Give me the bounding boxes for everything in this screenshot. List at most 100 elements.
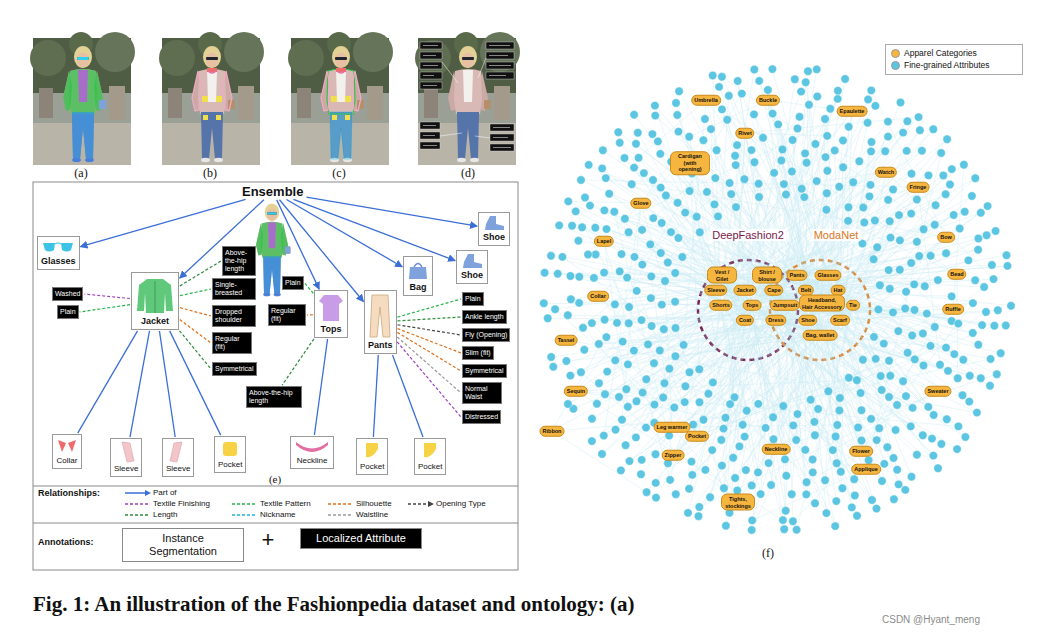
attribute-dot bbox=[1007, 302, 1015, 310]
panel-frame-part bbox=[33, 523, 518, 524]
attribute-dot bbox=[671, 352, 679, 360]
attribute-dot bbox=[656, 346, 664, 354]
attribute-dot bbox=[638, 388, 646, 396]
attribute-dot bbox=[910, 306, 918, 314]
network-link bbox=[774, 117, 799, 290]
attribute-dot bbox=[779, 516, 787, 524]
attribute-dot bbox=[871, 102, 879, 110]
attribute-dot bbox=[788, 490, 796, 498]
attribute-dot bbox=[720, 484, 728, 492]
attribute-dot bbox=[902, 288, 910, 296]
attribute-dot bbox=[854, 423, 862, 431]
attribute-dot bbox=[942, 249, 950, 257]
attribute-dot bbox=[780, 525, 788, 533]
attribute-dot bbox=[939, 171, 947, 179]
attribute-dot bbox=[831, 522, 839, 530]
category-dot: Jacket bbox=[733, 285, 756, 296]
attribute-dot bbox=[739, 421, 747, 429]
attribute-dot bbox=[802, 478, 810, 486]
attribute-dot bbox=[577, 176, 585, 184]
attribute-dot bbox=[850, 475, 858, 483]
attribute-dot bbox=[853, 512, 861, 520]
attribute-dot bbox=[615, 393, 623, 401]
sleeve-icon bbox=[116, 441, 136, 463]
node-text: Bag, wallet bbox=[806, 332, 835, 339]
photo-b-part bbox=[159, 32, 264, 165]
attribute-dot bbox=[848, 503, 856, 511]
node-text: Ankle length bbox=[465, 313, 504, 321]
attribute-dot bbox=[795, 113, 803, 121]
sleeve2-icon bbox=[168, 441, 188, 463]
attribute-dot bbox=[581, 193, 589, 201]
attribute-dot bbox=[881, 147, 889, 155]
attribute-box: Single-breasted bbox=[212, 278, 256, 300]
network-link bbox=[699, 290, 806, 516]
part-box: Sleeve bbox=[162, 438, 194, 477]
attribute-dot bbox=[875, 424, 883, 432]
watermark: CSDN @Hyant_meng bbox=[882, 614, 980, 625]
network-link bbox=[752, 305, 965, 437]
relation-connector bbox=[180, 320, 211, 343]
neckline-icon bbox=[294, 439, 330, 455]
photo-d-part bbox=[420, 42, 514, 151]
attribute-dot bbox=[733, 141, 741, 149]
glasses-icon-part bbox=[43, 243, 55, 252]
photo-c-part bbox=[321, 46, 364, 162]
attribute-dot bbox=[754, 180, 762, 188]
node-text: Dress bbox=[768, 317, 783, 324]
bag-icon bbox=[407, 259, 429, 281]
panel-label: (c) bbox=[332, 166, 345, 181]
category-dot: Neckline bbox=[762, 444, 791, 455]
attribute-dot bbox=[849, 178, 857, 186]
photo-c-part bbox=[321, 68, 361, 120]
attribute-dot bbox=[750, 110, 758, 118]
attribute-dot bbox=[650, 359, 658, 367]
attribute-dot bbox=[802, 490, 810, 498]
network-link bbox=[648, 274, 957, 344]
attribute-dot bbox=[789, 421, 797, 429]
attribute-dot bbox=[781, 455, 789, 463]
node-text: Pocket bbox=[418, 462, 442, 472]
photo-b bbox=[159, 32, 264, 165]
attribute-dot bbox=[931, 221, 939, 229]
attribute-dot bbox=[959, 356, 967, 364]
attribute-dot bbox=[562, 357, 570, 365]
attribute-dot bbox=[857, 436, 865, 444]
attribute-dot bbox=[961, 208, 969, 216]
attribute-dot bbox=[903, 117, 911, 125]
attribute-dot bbox=[859, 203, 867, 211]
attribute-dot bbox=[642, 375, 650, 383]
legend-text: Opening Type bbox=[436, 499, 486, 509]
network-link bbox=[655, 106, 716, 290]
attribute-dot bbox=[964, 256, 972, 264]
network-link bbox=[573, 320, 776, 409]
relation-connector bbox=[397, 342, 461, 417]
network-link bbox=[853, 213, 981, 305]
network-link bbox=[797, 129, 933, 275]
network-link bbox=[840, 206, 988, 320]
attribute-dot bbox=[748, 526, 756, 534]
panel-frame-part bbox=[33, 182, 518, 570]
attribute-dot bbox=[943, 135, 951, 143]
network-link bbox=[774, 290, 905, 490]
attribute-dot bbox=[991, 227, 999, 235]
attribute-dot bbox=[725, 179, 733, 187]
attribute-dot bbox=[971, 174, 979, 182]
network-link bbox=[767, 121, 907, 275]
attribute-dot bbox=[613, 319, 621, 327]
attribute-dot bbox=[712, 146, 720, 154]
attribute-dot bbox=[658, 300, 666, 308]
attribute-dot bbox=[884, 132, 892, 140]
attribute-dot bbox=[614, 128, 622, 136]
network-link bbox=[679, 91, 808, 320]
attribute-dot bbox=[821, 153, 829, 161]
attribute-dot bbox=[623, 273, 631, 281]
attribute-dot bbox=[588, 415, 596, 423]
attribute-dot bbox=[831, 146, 839, 154]
node-text: Glasses bbox=[41, 256, 76, 267]
bag-icon-part bbox=[409, 267, 427, 279]
attribute-dot bbox=[598, 450, 606, 458]
legend-line-sample bbox=[232, 503, 256, 505]
part-box: Pocket bbox=[214, 436, 246, 473]
attribute-dot bbox=[710, 200, 718, 208]
